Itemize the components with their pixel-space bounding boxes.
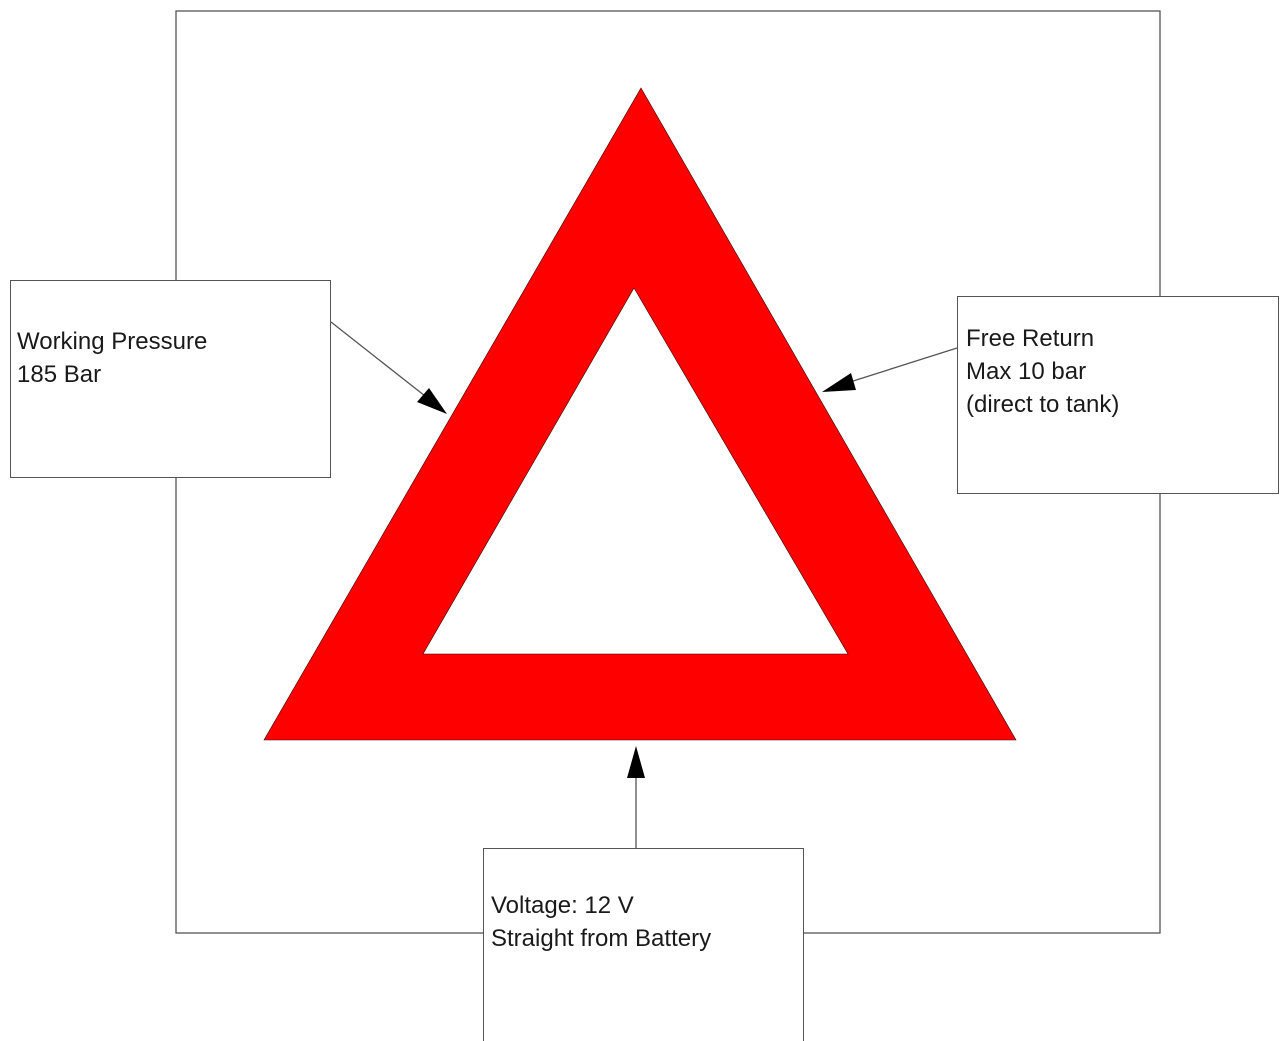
voltage-title: Voltage: 12 V bbox=[491, 892, 634, 919]
warning-triangle-icon bbox=[263, 87, 1017, 741]
free-return-connector bbox=[849, 347, 958, 383]
working-pressure-connector bbox=[330, 321, 426, 397]
free-return-title: Free Return bbox=[966, 325, 1095, 352]
voltage-note: Straight from Battery bbox=[491, 925, 712, 952]
free-return-arrowhead-icon bbox=[822, 373, 856, 392]
free-return-box: Free Return Max 10 bar (direct to tank) bbox=[957, 296, 1279, 494]
free-return-value: Max 10 bar bbox=[966, 358, 1087, 385]
voltage-box: Voltage: 12 V Straight from Battery bbox=[483, 848, 804, 1041]
working-pressure-title: Working Pressure bbox=[17, 328, 208, 355]
voltage-arrowhead-icon bbox=[627, 746, 645, 778]
working-pressure-value: 185 Bar bbox=[17, 361, 102, 388]
working-pressure-box: Working Pressure 185 Bar bbox=[10, 280, 331, 478]
free-return-note: (direct to tank) bbox=[966, 391, 1120, 418]
working-pressure-arrowhead-icon bbox=[417, 388, 447, 414]
